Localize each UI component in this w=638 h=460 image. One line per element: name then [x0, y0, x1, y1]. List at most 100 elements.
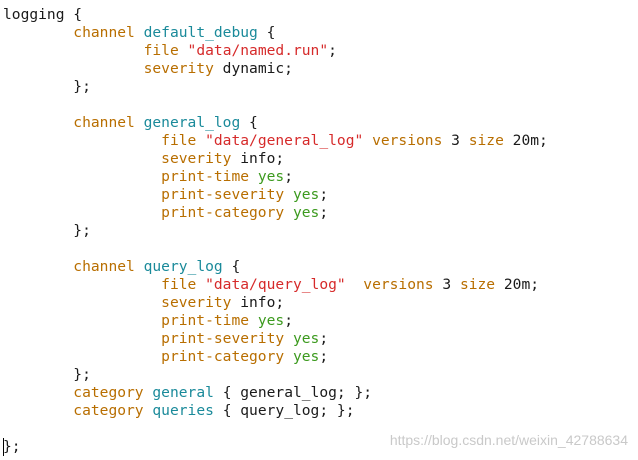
code-token: ; — [284, 312, 293, 329]
code-token: yes — [292, 348, 320, 365]
code-token — [3, 150, 161, 167]
code-token: yes — [292, 186, 320, 203]
code-token: 3 — [433, 276, 460, 293]
code-token — [3, 384, 73, 401]
code-token: severity — [161, 150, 232, 167]
code-token: }; — [3, 438, 21, 455]
code-token: dynamic; — [213, 60, 293, 77]
code-token: ; — [319, 330, 329, 347]
code-token: print-severity — [161, 186, 285, 203]
code-token: info; — [231, 294, 285, 311]
code-token: { query_log; }; — [213, 402, 355, 419]
code-token: 3 — [442, 132, 469, 149]
code-line: }; — [3, 78, 638, 96]
code-line: }; — [3, 438, 638, 456]
code-token: }; — [3, 78, 91, 95]
code-token — [3, 204, 161, 221]
code-line: severity info; — [3, 150, 638, 168]
code-line: severity info; — [3, 294, 638, 312]
code-token: yes — [257, 312, 285, 329]
code-token — [284, 330, 293, 347]
code-token: file — [143, 42, 179, 59]
code-token — [363, 132, 372, 149]
code-token: info; — [231, 150, 285, 167]
code-token — [179, 42, 188, 59]
code-token: yes — [292, 330, 320, 347]
code-editor[interactable]: logging { channel default_debug { file "… — [3, 6, 638, 456]
code-token: channel — [73, 258, 135, 275]
code-token: 20m; — [495, 276, 540, 293]
code-token — [3, 186, 161, 203]
code-line — [3, 240, 638, 258]
code-line: channel query_log { — [3, 258, 638, 276]
code-line: file "data/named.run"; — [3, 42, 638, 60]
code-token — [196, 132, 205, 149]
code-line — [3, 96, 638, 114]
code-token: general — [152, 384, 214, 401]
code-line: print-severity yes; — [3, 330, 638, 348]
code-token: ; — [319, 186, 329, 203]
code-line: print-severity yes; — [3, 186, 638, 204]
code-token: yes — [257, 168, 285, 185]
code-token: category — [73, 402, 144, 419]
code-token: { general_log; }; — [213, 384, 373, 401]
code-token: yes — [292, 204, 320, 221]
code-token: print-severity — [161, 330, 285, 347]
watermark-text: https://blog.csdn.net/weixin_42788634 — [389, 432, 628, 448]
code-token: "data/general_log" — [205, 132, 364, 149]
code-line: print-category yes; — [3, 348, 638, 366]
code-token: print-time — [161, 312, 250, 329]
code-line: print-category yes; — [3, 204, 638, 222]
code-token — [135, 258, 144, 275]
code-token: file — [161, 132, 197, 149]
code-token — [249, 312, 258, 329]
code-token — [3, 402, 73, 419]
code-token — [3, 258, 73, 275]
code-token — [3, 276, 161, 293]
code-token: print-category — [161, 348, 285, 365]
code-line: logging { — [3, 6, 638, 24]
code-token: file — [161, 276, 197, 293]
code-token: versions — [372, 132, 443, 149]
text-cursor — [3, 438, 4, 456]
code-token — [284, 204, 293, 221]
code-line: severity dynamic; — [3, 60, 638, 78]
code-token: channel — [73, 114, 135, 131]
code-token — [3, 312, 161, 329]
code-token: { — [222, 258, 241, 275]
code-token: default_debug — [143, 24, 258, 41]
code-token: "data/named.run" — [187, 42, 329, 59]
code-line: file "data/query_log" versions 3 size 20… — [3, 276, 638, 294]
code-token: 20m; — [503, 132, 548, 149]
code-token: queries — [152, 402, 214, 419]
code-token: ; — [319, 204, 329, 221]
code-token: size — [468, 132, 504, 149]
code-token — [346, 276, 364, 293]
code-token — [196, 276, 205, 293]
code-token: print-time — [161, 168, 250, 185]
code-line: print-time yes; — [3, 312, 638, 330]
code-token: logging { — [3, 6, 83, 23]
code-token — [284, 186, 293, 203]
code-token: }; — [3, 366, 91, 383]
code-token — [3, 168, 161, 185]
code-token — [3, 294, 161, 311]
code-line: file "data/general_log" versions 3 size … — [3, 132, 638, 150]
code-token — [3, 348, 161, 365]
code-token — [3, 114, 73, 131]
code-token — [135, 24, 144, 41]
code-token — [284, 348, 293, 365]
code-token — [3, 330, 161, 347]
code-token: general_log — [143, 114, 241, 131]
code-token: channel — [73, 24, 135, 41]
code-token: { — [240, 114, 258, 131]
code-token — [135, 114, 144, 131]
code-token: { — [257, 24, 276, 41]
code-token: print-category — [161, 204, 285, 221]
code-token — [3, 132, 161, 149]
code-token: query_log — [143, 258, 223, 275]
code-line: }; — [3, 366, 638, 384]
code-token — [3, 24, 73, 41]
code-token: severity — [143, 60, 214, 77]
code-line: channel default_debug { — [3, 24, 638, 42]
